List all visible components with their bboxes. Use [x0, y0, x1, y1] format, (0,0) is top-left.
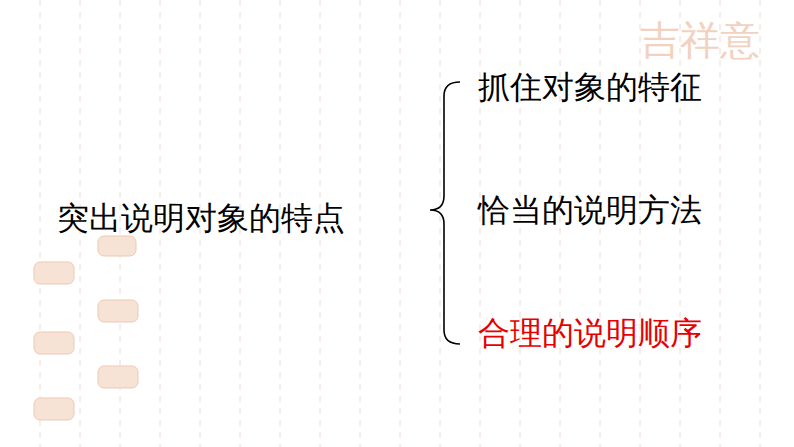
dashed-line	[400, 0, 401, 447]
dashed-line	[40, 0, 41, 447]
curly-brace	[430, 82, 460, 344]
dashed-line	[360, 0, 361, 447]
dashed-line	[760, 0, 761, 447]
dashed-line	[440, 0, 441, 447]
main-point: 突出说明对象的特点	[57, 199, 345, 237]
watermark: 吉祥意	[640, 20, 760, 60]
branch-item-highlight: 合理的说明顺序	[478, 314, 702, 352]
dashed-line	[720, 0, 721, 447]
seal-stamps	[34, 236, 138, 420]
branch-item: 恰当的说明方法	[478, 191, 702, 229]
branch-item: 抓住对象的特征	[478, 68, 702, 106]
